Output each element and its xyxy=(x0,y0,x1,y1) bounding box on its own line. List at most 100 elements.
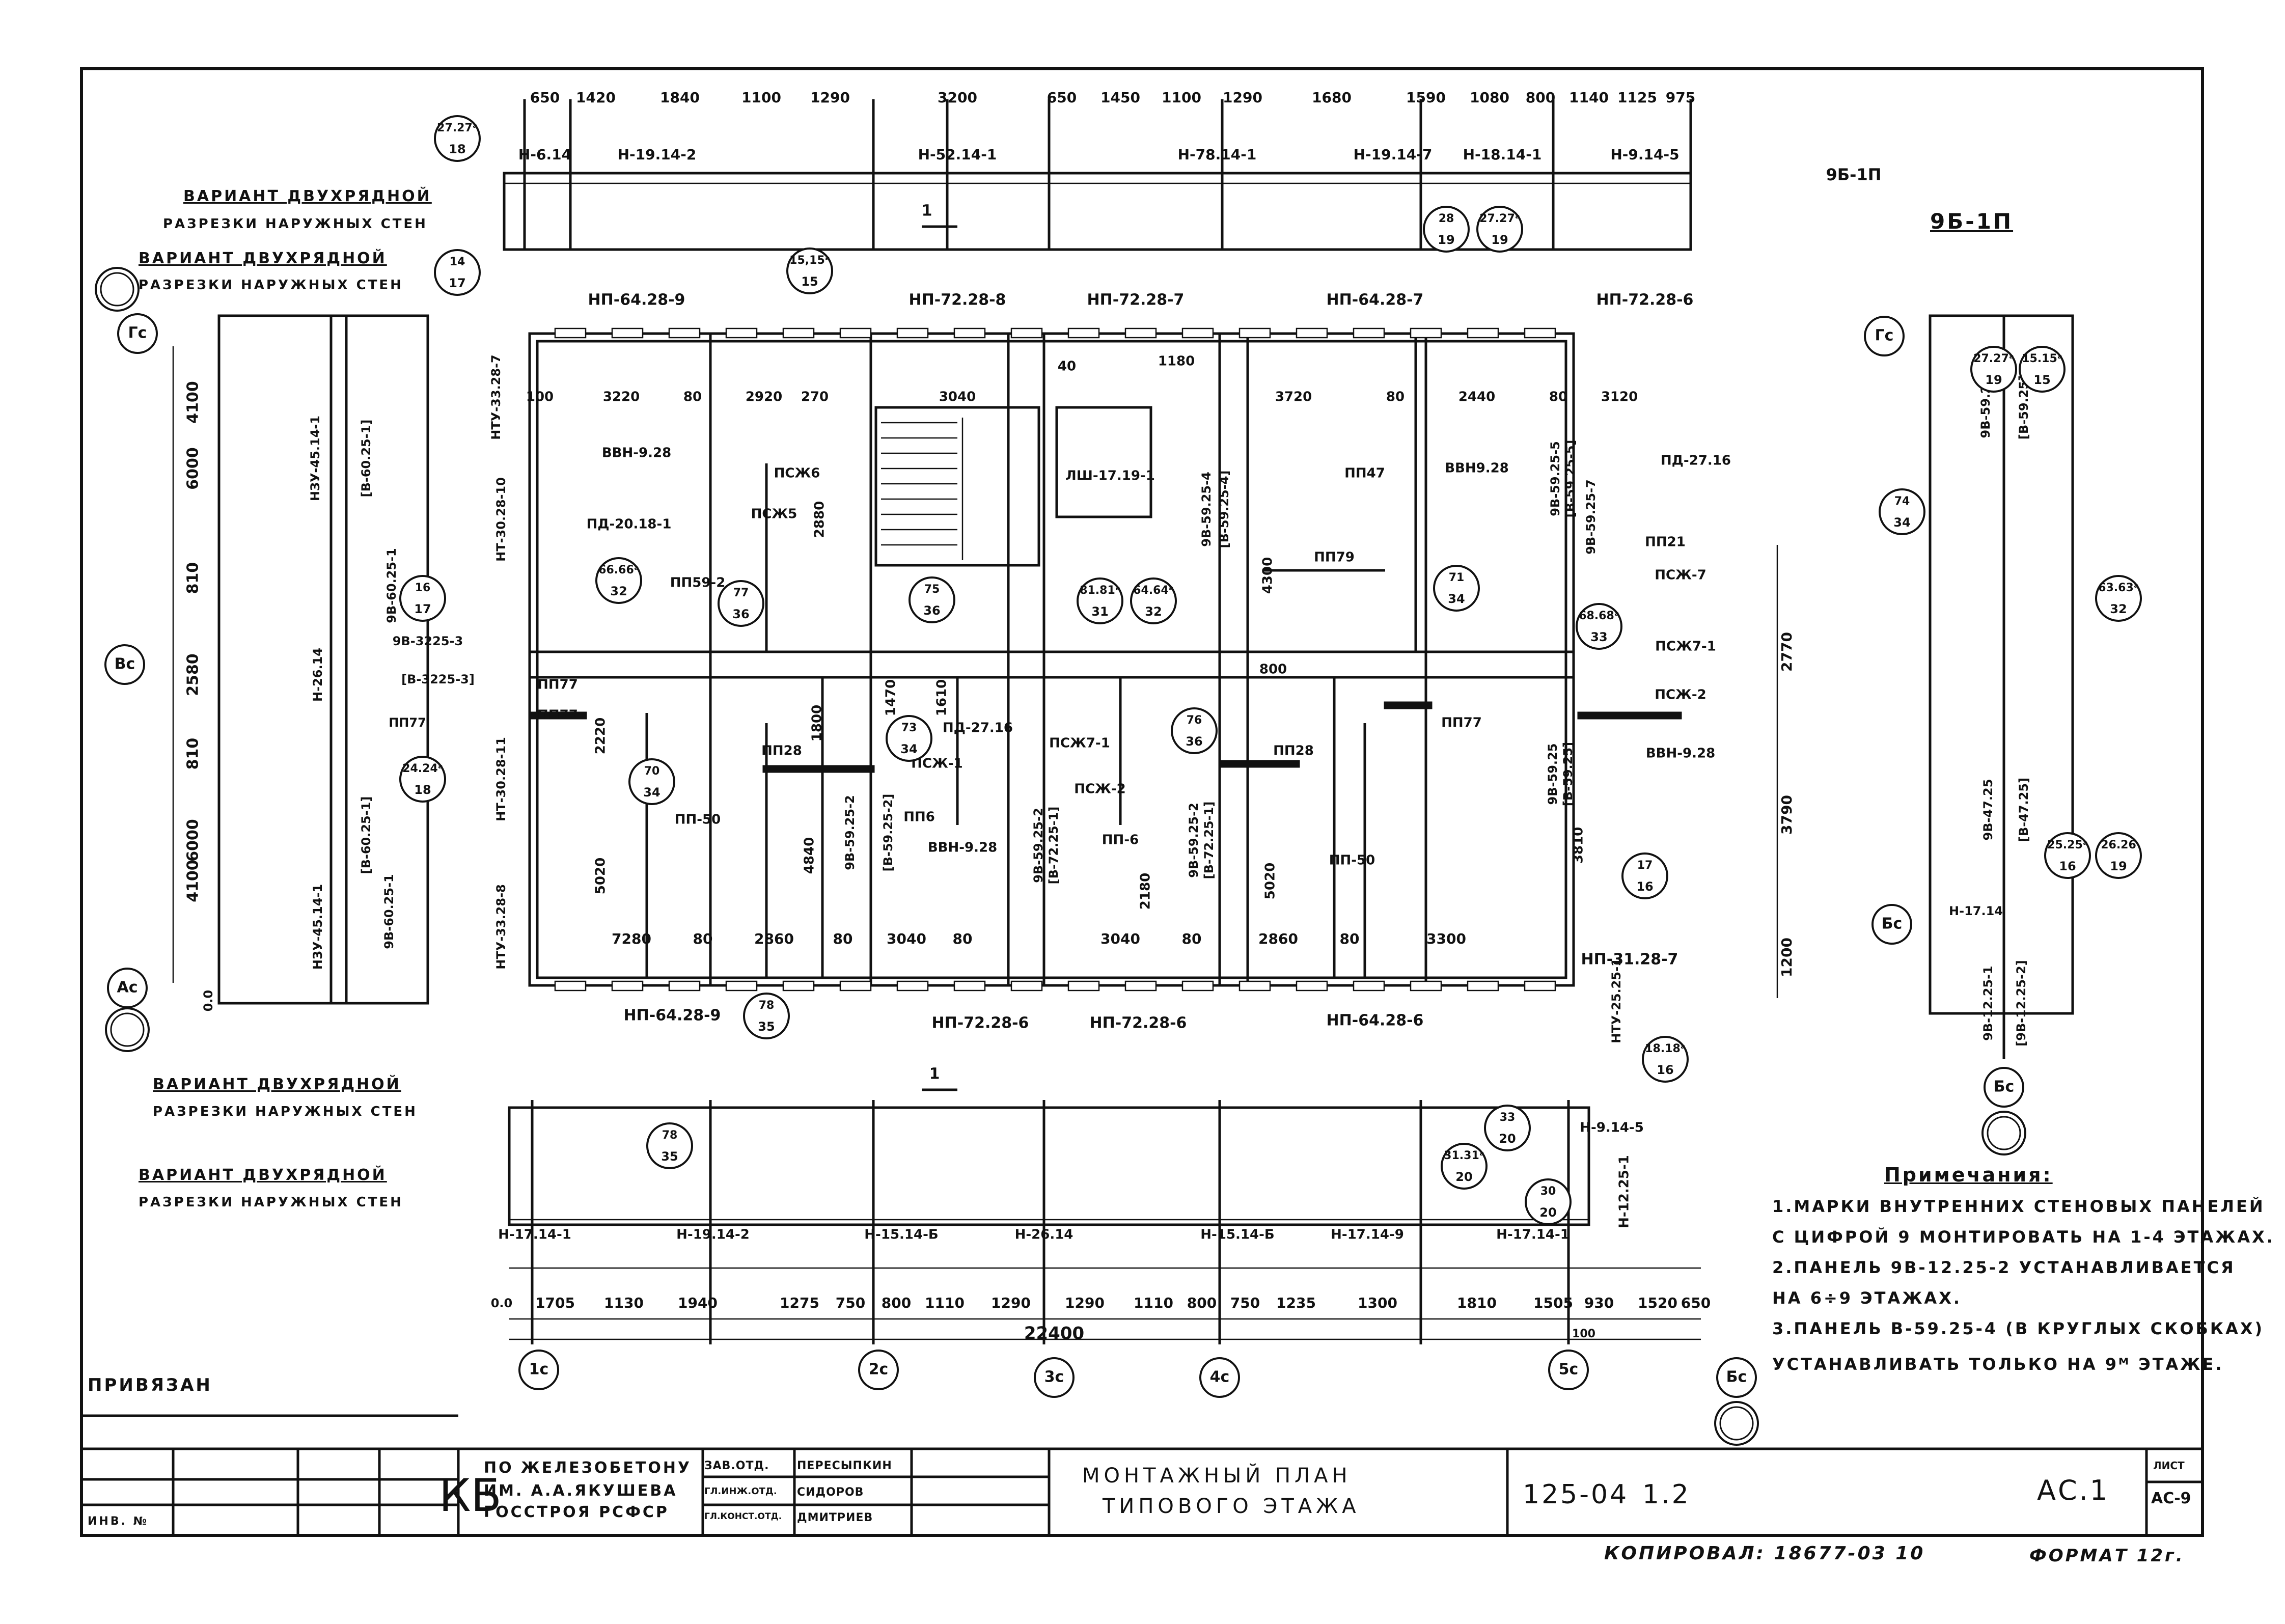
bottom-dim-2: 1940 xyxy=(678,1295,718,1311)
top-window-16 xyxy=(1467,327,1499,339)
lower-panel-8: Н-12.25-1 xyxy=(1617,1155,1632,1228)
axis-col-3с xyxy=(1034,1357,1075,1398)
interior-label-5: ЛШ-17.19-1 xyxy=(1065,469,1155,484)
interior-label-12: ПСЖ7-1 xyxy=(1655,639,1716,654)
axis-col-4с xyxy=(1199,1357,1240,1398)
room-dim-bottom-10: 3300 xyxy=(1426,930,1466,947)
ref-bubble-bottom-19: 16 xyxy=(1657,1063,1673,1077)
right-section-panel-3: [В-47.25] xyxy=(2017,778,2031,842)
bottom-total: 22400 xyxy=(1024,1324,1084,1344)
ref-bubble-6 xyxy=(718,580,764,627)
role-3: ГЛ.КОНСТ.ОТД. xyxy=(704,1511,782,1522)
ref-bubble-top-16: 68.68ᵃ xyxy=(1579,610,1619,622)
ref-bubble-24 xyxy=(1970,346,2017,393)
axis-row-Гс xyxy=(117,313,158,354)
section-axis-0 xyxy=(1864,316,1905,356)
ref-bubble-25 xyxy=(2019,346,2066,393)
vertical-label-6: 9В-59.25-2 xyxy=(1031,808,1045,883)
ref-bubble-12 xyxy=(1077,577,1123,624)
ref-bubble-3 xyxy=(1476,206,1523,253)
interior-label-7: ВВН9.28 xyxy=(1445,461,1509,476)
top-window-9 xyxy=(1067,327,1100,339)
upper-panel-2: Н-52.14-1 xyxy=(918,146,997,163)
ref-bubble-bottom-26: 34 xyxy=(1893,515,1910,530)
plan-lines xyxy=(81,99,2203,1535)
room-dim-bottom-4: 3040 xyxy=(887,930,926,947)
interior-label-40: 3810 xyxy=(1571,827,1586,864)
interior-label-34: 1800 xyxy=(810,705,825,741)
left-dim-5: 6000 xyxy=(184,819,202,862)
ref-bubble-5 xyxy=(399,756,446,803)
left-section-panel-5: Н-26.14 xyxy=(311,648,325,702)
ref-bubble-bottom-27: 32 xyxy=(2110,602,2127,616)
interior-label-36: 1470 xyxy=(884,679,899,716)
upper-panel-6: Н-9.14-5 xyxy=(1610,146,1679,163)
ref-bubble-top-4: 16 xyxy=(415,582,431,594)
bottom-wall-panel-4: НП-31.28-7 xyxy=(1581,951,1678,969)
interior-label-31: 4840 xyxy=(802,837,817,874)
bottom-window-11 xyxy=(1181,980,1214,992)
bottom-window-4 xyxy=(782,980,815,992)
bottom-100: 100 xyxy=(1572,1328,1595,1340)
room-dim-top-8: 2440 xyxy=(1458,390,1495,405)
bottom-window-0 xyxy=(554,980,587,992)
room-dim-top-4: 270 xyxy=(801,390,829,405)
bottom-dim-7: 1290 xyxy=(991,1295,1031,1311)
ref-bubble-top-2: 28 xyxy=(1439,212,1454,225)
bottom-dim-0: 1705 xyxy=(535,1295,575,1311)
list-value: АС-9 xyxy=(2151,1490,2191,1507)
vertical-label-17: 9В-59.25-7 xyxy=(1584,479,1598,555)
interior-label-13: ПСЖ-2 xyxy=(1655,687,1706,703)
bottom-window-13 xyxy=(1296,980,1328,992)
right-dim-2: 1200 xyxy=(1778,938,1795,977)
top-window-17 xyxy=(1524,327,1556,339)
ref-bubble-9 xyxy=(628,758,675,805)
ref-bubble-top-11: 75 xyxy=(924,583,940,596)
ref-bubble-bottom-14: 36 xyxy=(1186,734,1202,749)
lower-panel-3: Н-26.14 xyxy=(1015,1227,1073,1243)
cut-mark-top: 1 xyxy=(922,202,932,220)
room-dim-bottom-2: 2860 xyxy=(754,930,794,947)
bottom-window-3 xyxy=(725,980,758,992)
sheet-part: 1.2 xyxy=(1642,1479,1691,1510)
notes-title: Примечания: xyxy=(1884,1164,2053,1186)
ref-bubble-bottom-15: 34 xyxy=(1448,592,1465,606)
left-section-panel-8: 9В-60.25-1 xyxy=(382,874,396,949)
bottom-dim-6: 1110 xyxy=(925,1295,965,1311)
top-dim-12: 1080 xyxy=(1470,89,1509,106)
lower-panel-2: Н-15.14-Б xyxy=(864,1227,938,1243)
interior-label-30: 5020 xyxy=(593,858,609,894)
ref-bubble-bottom-17: 16 xyxy=(1636,879,1653,894)
ref-bubble-19 xyxy=(1642,1036,1689,1083)
name-3: ДМИТРИЕВ xyxy=(797,1511,873,1524)
vertical-label-11: [В-59.25] xyxy=(1561,742,1575,806)
ref-bubble-top-25: 15.15ᵃ xyxy=(2022,352,2062,365)
ref-bubble-18 xyxy=(743,993,790,1039)
bottom-dim-17: 1520 xyxy=(1638,1295,1677,1311)
left-dim-6: 4100 xyxy=(184,860,202,902)
bottom-window-7 xyxy=(953,980,986,992)
interior-label-2: ПП59-2 xyxy=(670,575,726,591)
note-line-1: 1.МАРКИ ВНУТРЕННИХ СТЕНОВЫХ ПАНЕЛЕЙ xyxy=(1772,1197,2265,1216)
vertical-label-16: НТУ-25.25-1 xyxy=(1609,958,1623,1043)
lower-strip xyxy=(508,1106,1590,1226)
sheet-name: АС.1 xyxy=(2037,1474,2110,1506)
top-window-5 xyxy=(839,327,872,339)
ref-bubble-bottom-1: 17 xyxy=(449,276,465,290)
left-dim-2: 810 xyxy=(184,562,202,594)
bottom-dim-4: 750 xyxy=(836,1295,865,1311)
left-section-panel-9: НЗУ-45.14-1 xyxy=(311,884,325,970)
ref-bubble-bottom-3: 19 xyxy=(1491,233,1508,247)
axis-bs-double-ring-inner xyxy=(1719,1406,1754,1441)
top-window-0 xyxy=(554,327,587,339)
top-dim-11: 1590 xyxy=(1406,89,1446,106)
bottom-wall-panel-0: НП-64.28-9 xyxy=(624,1007,721,1025)
top-wall-panel-1: НП-72.28-8 xyxy=(909,291,1006,309)
ref-bubble-17 xyxy=(1621,852,1668,899)
vertical-label-12: 9В-59.25-4 xyxy=(1199,472,1214,547)
upper-panel-0: Н-6.14 xyxy=(518,146,571,163)
room-dim-top-12: 1180 xyxy=(1158,354,1195,369)
ref-bubble-bottom-8: 32 xyxy=(610,584,627,598)
bottom-dim-18: 650 xyxy=(1681,1295,1711,1311)
ref-bubble-top-20: 78 xyxy=(662,1129,678,1142)
